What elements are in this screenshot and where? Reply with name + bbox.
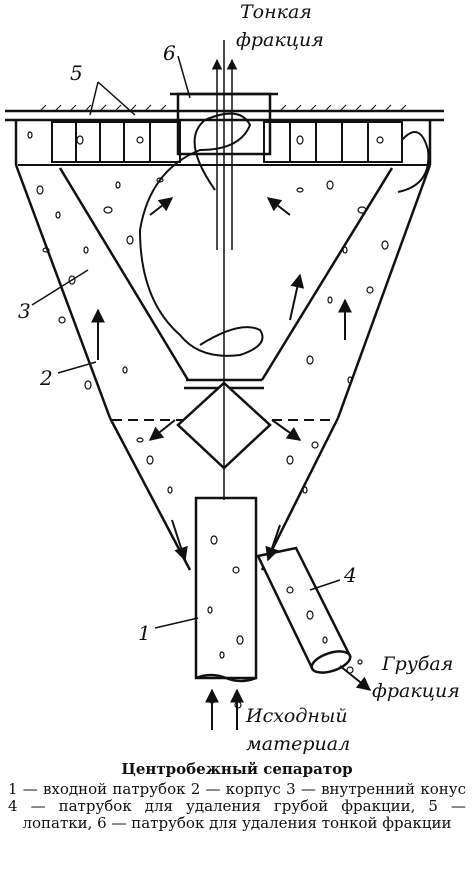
coarse-fraction-label-line1: Грубая xyxy=(381,653,453,675)
inlet-pipe-1 xyxy=(194,496,258,683)
housing-2 xyxy=(14,164,432,571)
recirculation-loop xyxy=(397,131,430,193)
figure-caption: Центробежный сепаратор 1 — входной патру… xyxy=(8,760,466,832)
fine-fraction-label-line2: фракция xyxy=(236,29,324,51)
separator-diagram: 5 6 3 2 1 4 Тонкая фракция Грубая фракци… xyxy=(5,1,460,755)
flow-arrows xyxy=(91,197,372,730)
caption-legend: 1 — входной патрубок 2 — корпус 3 — внут… xyxy=(8,780,466,832)
part-number-3: 3 xyxy=(18,299,31,323)
input-material-label-line1: Исходный xyxy=(245,705,348,727)
input-material-label-line2: материал xyxy=(246,733,350,755)
part-number-2: 2 xyxy=(39,366,53,390)
coarse-outlet-4 xyxy=(256,546,352,674)
part-number-4: 4 xyxy=(343,563,357,587)
lid-hatching xyxy=(39,104,407,112)
part-number-5: 5 xyxy=(70,61,83,85)
part-number-1: 1 xyxy=(138,621,151,645)
spiral-flow xyxy=(138,112,264,357)
particles xyxy=(27,131,389,709)
fine-fraction-label-line1: Тонкая xyxy=(240,1,312,23)
leader-lines xyxy=(31,55,341,629)
coarse-fraction-label-line2: фракция xyxy=(372,680,460,702)
caption-title: Центробежный сепаратор xyxy=(121,760,353,778)
part-number-6: 6 xyxy=(163,41,176,65)
